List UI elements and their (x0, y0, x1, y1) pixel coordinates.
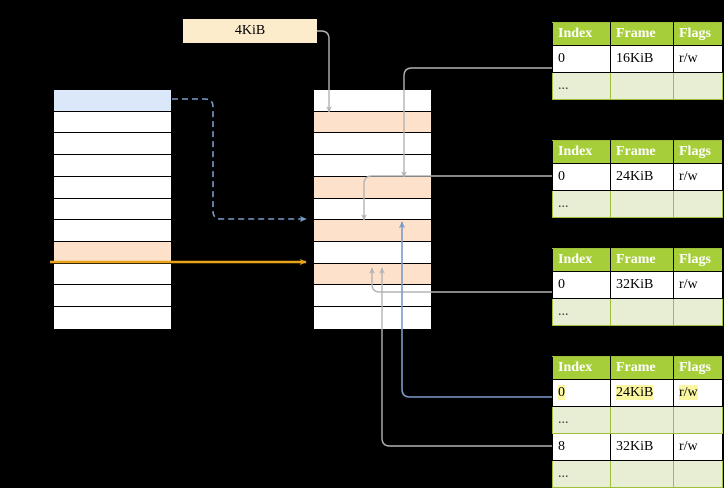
table-row[interactable]: ... (552, 190, 723, 218)
cell-index: ... (552, 72, 611, 100)
cell-index: 8 (552, 433, 611, 461)
physical-memory-cell-6 (314, 198, 431, 221)
cell-flags: r/w (673, 45, 723, 73)
physical-memory-cell-3 (314, 133, 431, 156)
table-row[interactable]: ... (552, 406, 723, 434)
column-header-flags: Flags (673, 356, 723, 380)
cell-frame: 32KiB (610, 271, 674, 299)
cell-flags: r/w (673, 163, 723, 191)
size-label-4kib: 4KiB (183, 19, 317, 43)
cell-frame: 24KiB (610, 163, 674, 191)
column-header-frame: Frame (610, 356, 674, 380)
column-header-flags: Flags (673, 140, 723, 164)
virtual-memory-cell-2 (54, 111, 171, 134)
cell-flags: r/w (673, 271, 723, 299)
virtual-memory-cell-3 (54, 133, 171, 156)
cell-flags: r/w (673, 433, 723, 461)
cell-index: ... (552, 298, 611, 326)
physical-memory-column (313, 89, 432, 330)
cell-index: 0 (552, 271, 611, 299)
physical-memory-cell-8 (314, 242, 431, 264)
physical-memory-cell-10 (314, 285, 431, 308)
cell-flags (673, 406, 723, 434)
physical-memory-cell-7 (314, 220, 431, 243)
cell-index: ... (552, 460, 611, 488)
virtual-memory-cell-6 (54, 198, 171, 221)
table-row[interactable]: ... (552, 460, 723, 488)
cell-flags (673, 190, 723, 218)
cell-flags (673, 298, 723, 326)
cell-frame (610, 460, 674, 488)
cell-flags (673, 72, 723, 100)
virtual-memory-cell-5 (54, 176, 171, 199)
column-header-index: Index (552, 248, 611, 272)
table-row[interactable]: ... (552, 72, 723, 100)
column-header-frame: Frame (610, 22, 674, 46)
cell-frame (610, 72, 674, 100)
physical-memory-cell-2 (314, 111, 431, 134)
virtual-memory-cell-11 (54, 307, 171, 329)
virtual-memory-column (53, 89, 172, 330)
cell-frame (610, 406, 674, 434)
cell-frame (610, 190, 674, 218)
cell-flags (673, 460, 723, 488)
cell-index: ... (552, 406, 611, 434)
column-header-index: Index (552, 140, 611, 164)
virtual-memory-cell-8 (54, 242, 171, 264)
column-header-frame: Frame (610, 140, 674, 164)
cell-frame: 24KiB (610, 379, 674, 407)
cell-index: 0 (552, 45, 611, 73)
column-header-flags: Flags (673, 22, 723, 46)
physical-memory-cell-5 (314, 176, 431, 199)
physical-memory-cell-4 (314, 155, 431, 177)
table-row[interactable]: ... (552, 298, 723, 326)
cell-frame: 16KiB (610, 45, 674, 73)
virtual-memory-cell-7 (54, 220, 171, 243)
virtual-memory-cell-10 (54, 285, 171, 308)
cell-index: 0 (552, 379, 611, 407)
cell-index: 0 (552, 163, 611, 191)
column-header-frame: Frame (610, 248, 674, 272)
cell-frame: 32KiB (610, 433, 674, 461)
dashed-blue-mapping-arrow (172, 98, 307, 223)
physical-memory-cell-9 (314, 263, 431, 286)
column-header-index: Index (552, 22, 611, 46)
cell-frame (610, 298, 674, 326)
physical-memory-cell-11 (314, 307, 431, 329)
cell-index: ... (552, 190, 611, 218)
cell-flags: r/w (673, 379, 723, 407)
physical-memory-cell-1 (314, 90, 431, 112)
column-header-index: Index (552, 356, 611, 380)
column-header-flags: Flags (673, 248, 723, 272)
virtual-memory-cell-4 (54, 155, 171, 177)
virtual-memory-cell-1 (54, 90, 171, 112)
virtual-memory-cell-9 (54, 263, 171, 286)
